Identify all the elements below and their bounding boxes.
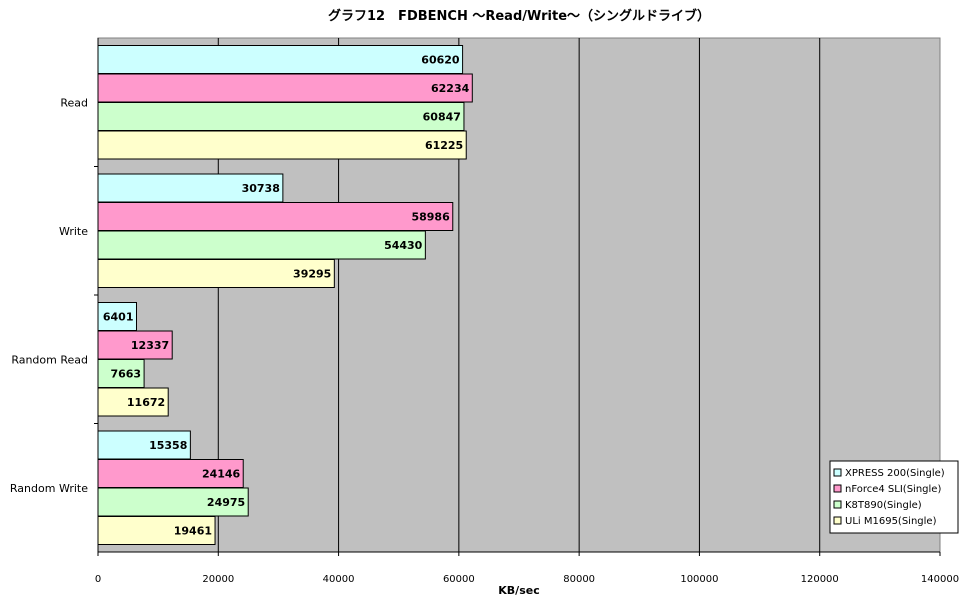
x-tick-label: 120000 — [801, 574, 839, 585]
bar-value-label: 30738 — [242, 182, 280, 195]
bar-value-label: 61225 — [425, 139, 463, 152]
bar-value-label: 19461 — [174, 525, 212, 538]
bar — [97, 430, 191, 460]
bar — [97, 387, 169, 417]
bar — [97, 487, 249, 517]
bar-value-label: 62234 — [431, 82, 470, 95]
y-category-label: Random Read — [11, 353, 88, 366]
x-axis-label: KB/sec — [498, 584, 539, 597]
bar-value-label: 11672 — [127, 396, 165, 409]
legend-label: nForce4 SLI(Single) — [845, 484, 941, 495]
legend-swatch — [833, 516, 842, 525]
x-tick-label: 100000 — [680, 574, 718, 585]
bar — [97, 102, 465, 131]
bar — [97, 259, 335, 288]
x-tick-label: 140000 — [921, 574, 959, 585]
bar — [97, 330, 173, 360]
bar — [97, 230, 426, 260]
x-tick-label: 0 — [95, 574, 101, 585]
bar-value-label: 60847 — [423, 111, 461, 124]
legend-swatch — [833, 468, 842, 477]
bar — [97, 173, 284, 203]
bar — [97, 45, 464, 74]
x-tick-label: 80000 — [563, 574, 595, 585]
bar — [97, 516, 216, 545]
y-category-label: Random Write — [10, 482, 88, 495]
legend-box — [829, 460, 959, 534]
bar — [97, 459, 244, 488]
bars: 60620 62234 60847 61225 30738 58986 54430 39295… — [97, 45, 473, 545]
bar-value-label: 6401 — [103, 311, 134, 324]
legend-swatch — [833, 500, 842, 509]
legend-label: XPRESS 200(Single) — [845, 468, 945, 479]
bar-value-label: 12337 — [131, 339, 169, 352]
bar-value-label: 39295 — [293, 268, 331, 281]
bar-value-label: 58986 — [411, 211, 450, 224]
x-tick-label: 20000 — [202, 574, 234, 585]
legend-label: ULi M1695(Single) — [845, 516, 937, 527]
bar — [97, 202, 454, 231]
bar-value-label: 24146 — [202, 468, 241, 481]
bar — [97, 130, 467, 160]
chart-title: グラフ12 FDBENCH ～Read/Write～（シングルドライブ） — [328, 8, 710, 24]
bar — [97, 302, 137, 331]
bar — [97, 73, 473, 103]
bar-value-label: 54430 — [384, 239, 423, 252]
legend: XPRESS 200(Single) nForce4 SLI(Single) K8T… — [829, 460, 959, 534]
bar-value-label: 15358 — [149, 439, 187, 452]
legend-swatch — [833, 484, 842, 493]
y-category-label: Read — [60, 96, 88, 109]
y-category-label: Write — [59, 225, 88, 238]
bar-value-label: 60620 — [421, 54, 460, 67]
axes: 0 20000 40000 60000 80000 100000 120000 140000 R… — [10, 38, 959, 585]
bar-value-label: 24975 — [207, 496, 245, 509]
bar-value-label: 7663 — [110, 368, 141, 381]
legend-label: K8T890(Single) — [845, 500, 922, 511]
x-tick-label: 40000 — [323, 574, 355, 585]
x-tick-label: 60000 — [443, 574, 475, 585]
